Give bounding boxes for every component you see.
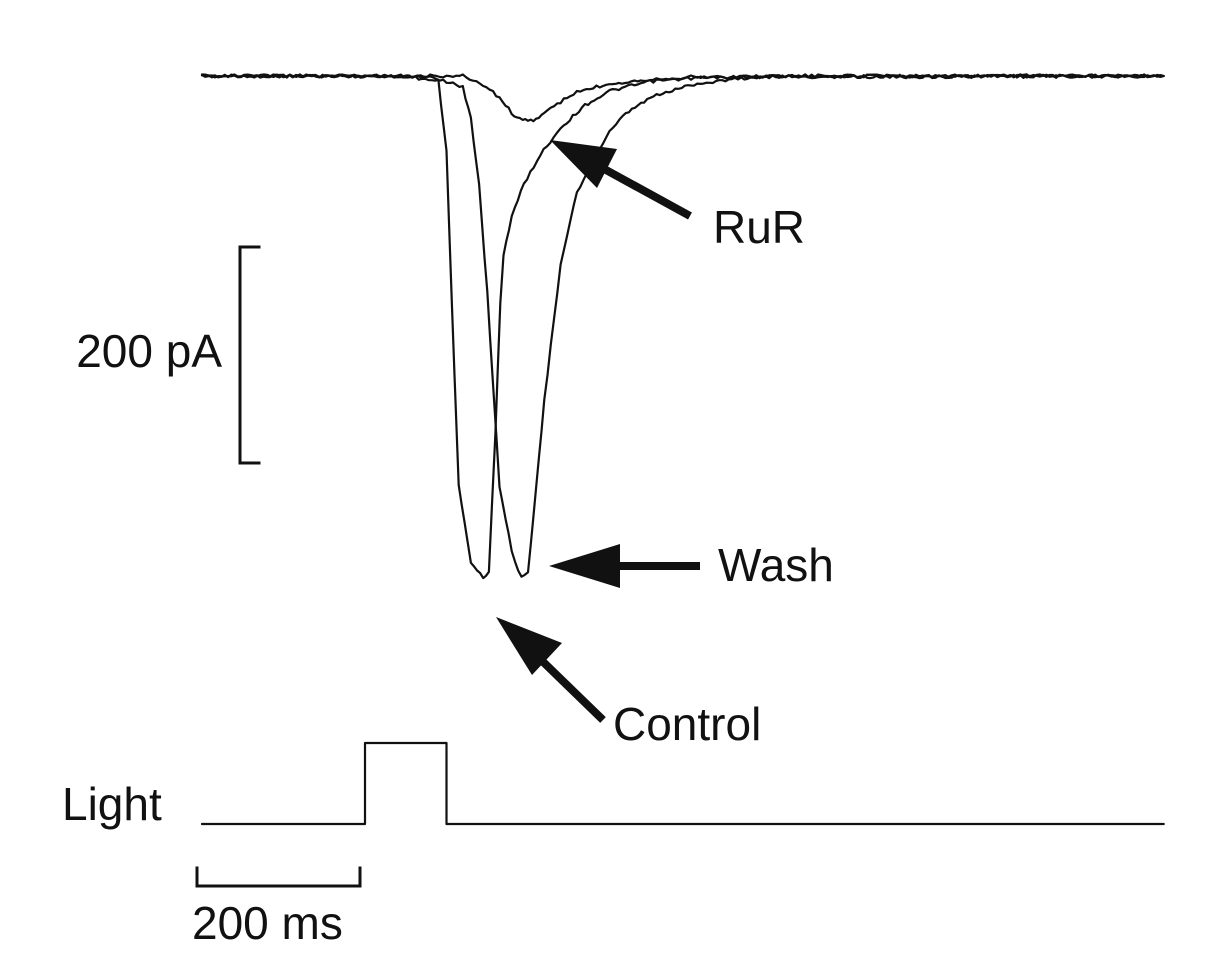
wash-annotation: Wash — [549, 539, 834, 591]
rur-arrow-head — [550, 140, 617, 188]
traces-group — [200, 73, 1165, 580]
light-label: Light — [62, 778, 162, 830]
control-label: Control — [613, 698, 761, 750]
time-scale-bar: 200 ms — [192, 866, 362, 949]
control-annotation: Control — [496, 617, 761, 750]
rur-trace — [200, 73, 1165, 123]
control-arrow-shaft — [532, 651, 606, 723]
time-scale-bar-label: 200 ms — [192, 897, 343, 949]
control-trace — [200, 73, 1165, 580]
light-stimulus-trace — [200, 741, 1165, 826]
light-stimulus: Light — [62, 741, 1165, 830]
current-scale-bar-line — [238, 245, 261, 465]
current-scale-bar-label: 200 pA — [76, 325, 222, 377]
current-scale-bar: 200 pA — [76, 245, 261, 465]
rur-annotation: RuR — [550, 140, 805, 253]
wash-arrow-head — [549, 544, 620, 588]
wash-label: Wash — [718, 539, 834, 591]
rur-label: RuR — [713, 201, 805, 253]
wash-trace — [200, 73, 1165, 578]
control-arrow-head — [496, 617, 562, 675]
time-scale-bar-line — [195, 866, 362, 888]
